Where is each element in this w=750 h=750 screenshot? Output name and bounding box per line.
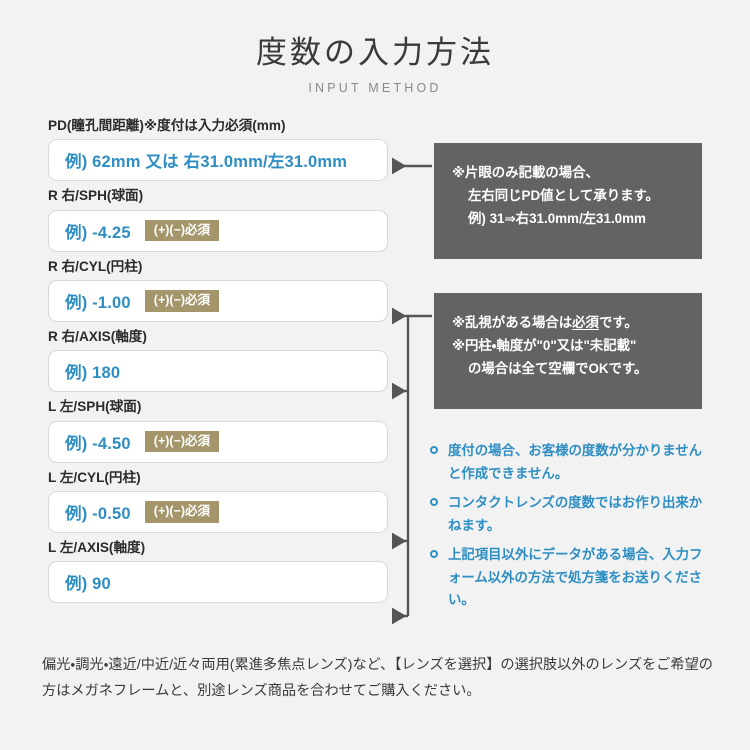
input-pd-value: 例) 62mm 又は 右31.0mm/左31.0mm — [65, 153, 348, 172]
input-r-sph-value: 例) -4.25 — [65, 223, 131, 242]
input-r-cyl[interactable]: 例) -1.00 (+)(−)必須 — [48, 279, 388, 322]
callout-cyl-line1: ※乱視がある場合は必須です。 — [452, 311, 686, 334]
prescription-form: PD(瞳孔間距離)※度付は入力必須(mm) 例) 62mm 又は 右31.0mm… — [48, 118, 388, 610]
field-label-l-sph: L 左/SPH(球面) — [48, 399, 142, 415]
callout-cyl-line1-emphasis: 必須 — [572, 315, 599, 330]
note-item: 上記項目以外にデータがある場合、入力フォーム以外の方法で処方箋をお送りください。 — [430, 544, 712, 612]
note-item-text: 上記項目以外にデータがある場合、入力フォーム以外の方法で処方箋をお送りください。 — [448, 547, 703, 608]
field-group-l-cyl: L 左/CYL(円柱) 例) -0.50 (+)(−)必須 — [48, 470, 388, 533]
input-r-cyl-value: 例) -1.00 — [65, 293, 131, 312]
field-label-pd: PD(瞳孔間距離)※度付は入力必須(mm) — [48, 118, 286, 133]
input-r-sph[interactable]: 例) -4.25 (+)(−)必須 — [48, 209, 388, 252]
required-badge-l-cyl: (+)(−)必須 — [144, 501, 220, 523]
note-item: 度付の場合、お客様の度数が分かりませんと作成できません。 — [430, 440, 712, 485]
note-item-text: 度付の場合、お客様の度数が分かりませんと作成できません。 — [448, 443, 703, 481]
input-l-cyl-value: 例) -0.50 — [65, 504, 131, 523]
input-l-axis-value: 例) 90 — [65, 575, 111, 594]
bullet-circle-icon — [430, 498, 438, 507]
field-group-l-axis: L 左/AXIS(軸度) 例) 90 — [48, 539, 388, 604]
bullet-circle-icon — [430, 550, 438, 559]
callout-pd-line2: 左右同じPD値として承ります。 — [468, 188, 659, 204]
field-label-l-cyl: L 左/CYL(円柱) — [48, 469, 141, 485]
field-label-l-axis: L 左/AXIS(軸度) — [48, 539, 146, 555]
note-item-text: コンタクトレンズの度数ではお作り出来かねます。 — [448, 495, 703, 533]
required-badge-r-sph: (+)(−)必須 — [144, 219, 220, 242]
bullet-circle-icon — [430, 446, 438, 454]
input-l-axis[interactable]: 例) 90 — [48, 561, 388, 604]
callout-cyl-line3: の場合は全て空欄でOKです。 — [468, 361, 648, 377]
callout-cyl-line1-post: です。 — [598, 315, 638, 330]
notes-list: 度付の場合、お客様の度数が分かりませんと作成できません。 コンタクトレンズの度数… — [430, 440, 712, 619]
footnote-paragraph: 偏光・調光・遠近/中近/近々両用(累進多焦点レンズ)など、【レンズを選択】の選択… — [42, 657, 713, 700]
field-group-pd: PD(瞳孔間距離)※度付は入力必須(mm) 例) 62mm 又は 右31.0mm… — [48, 118, 388, 182]
field-group-r-sph: R 右/SPH(球面) 例) -4.25 (+)(−)必須 — [48, 188, 388, 252]
callout-cyl-line2: ※円柱・軸度が"0"又は"未記載" — [452, 338, 637, 354]
required-badge-l-sph: (+)(−)必須 — [144, 430, 220, 453]
field-group-r-axis: R 右/AXIS(軸度) 例) 180 — [48, 328, 388, 393]
callout-cyl-axis-note: ※乱視がある場合は必須です。 ※円柱・軸度が"0"又は"未記載" の場合は全て空… — [434, 293, 702, 409]
input-pd[interactable]: 例) 62mm 又は 右31.0mm/左31.0mm — [48, 139, 388, 182]
callout-cyl-line1-pre: ※乱視がある場合は — [452, 315, 573, 330]
page-title: 度数の入力方法 — [256, 35, 494, 70]
field-label-r-sph: R 右/SPH(球面) — [48, 188, 144, 204]
callout-pd-note: ※片眼のみ記載の場合、 左右同じPD値として承ります。 例) 31⇒右31.0m… — [434, 143, 702, 259]
callout-pd-line3: 例) 31⇒右31.0mm/左31.0mm — [468, 211, 646, 227]
field-group-l-sph: L 左/SPH(球面) 例) -4.50 (+)(−)必須 — [48, 399, 388, 463]
note-item: コンタクトレンズの度数ではお作り出来かねます。 — [430, 492, 712, 537]
field-group-r-cyl: R 右/CYL(円柱) 例) -1.00 (+)(−)必須 — [48, 259, 388, 322]
field-label-r-cyl: R 右/CYL(円柱) — [48, 258, 143, 274]
required-badge-r-cyl: (+)(−)必須 — [144, 290, 220, 312]
input-l-sph[interactable]: 例) -4.50 (+)(−)必須 — [48, 420, 388, 463]
page-subtitle: INPUT METHOD — [308, 81, 442, 96]
field-label-r-axis: R 右/AXIS(軸度) — [48, 328, 147, 344]
input-r-axis[interactable]: 例) 180 — [48, 350, 388, 393]
input-l-cyl[interactable]: 例) -0.50 (+)(−)必須 — [48, 490, 388, 533]
input-r-axis-value: 例) 180 — [65, 364, 121, 383]
input-l-sph-value: 例) -4.50 — [65, 434, 131, 453]
page-header: 度数の入力方法 INPUT METHOD — [0, 34, 750, 95]
callout-pd-line1: ※片眼のみ記載の場合、 — [452, 165, 599, 180]
